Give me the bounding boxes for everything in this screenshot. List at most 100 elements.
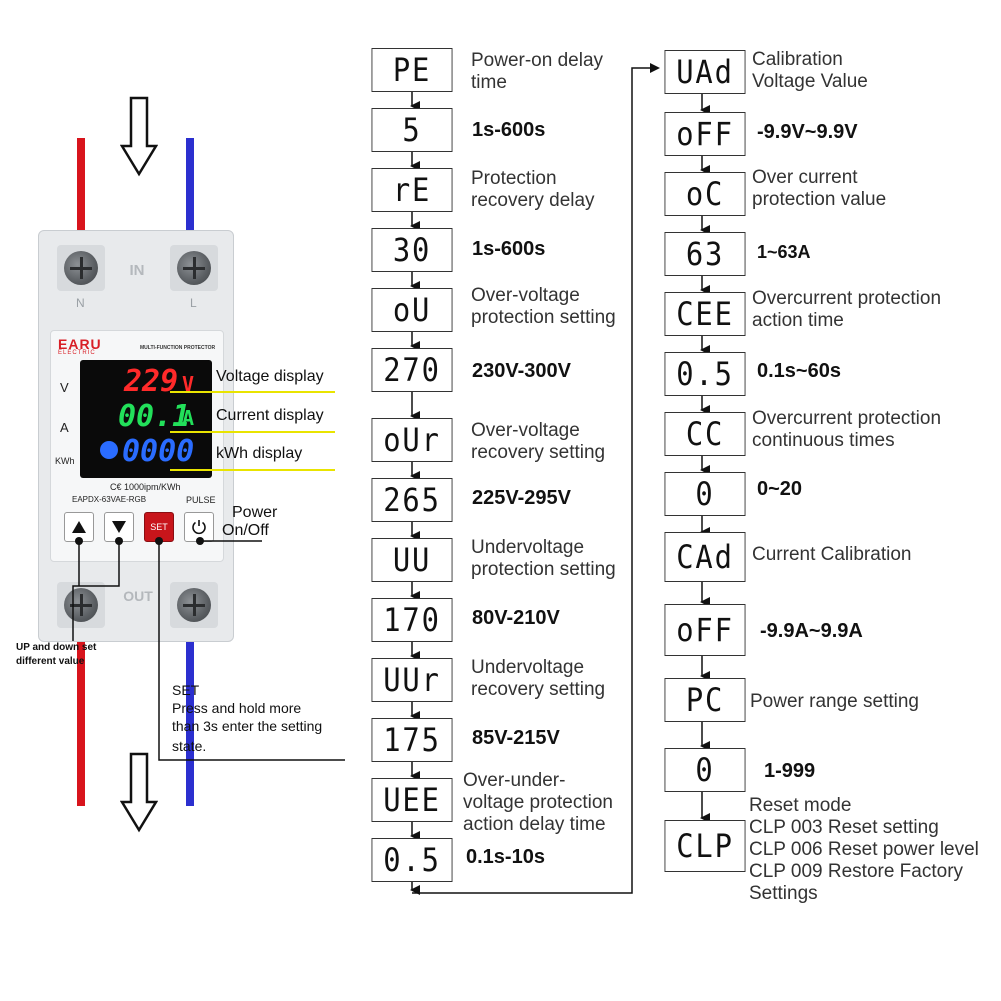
flow-value: 230V-300V: [472, 360, 571, 382]
code-box: oU: [371, 288, 453, 332]
red-wire-top: [77, 138, 85, 230]
row-label-a: A: [60, 420, 69, 435]
flow-value: 1~63A: [757, 242, 811, 262]
code-box: 0: [664, 748, 746, 792]
row-label-kwh: KWh: [55, 456, 75, 466]
kwh-reading: 0000: [122, 434, 195, 469]
flow-label: Settings: [749, 883, 818, 904]
flow-value: 0.1s~60s: [757, 360, 841, 382]
flow-value: 1s-600s: [472, 238, 546, 260]
flow-label: Power-on delay: [471, 50, 604, 71]
flow-label: action delay time: [463, 814, 606, 835]
code-box: oUr: [371, 418, 453, 462]
code-box: 0.5: [371, 838, 453, 882]
code-box: 175: [371, 718, 453, 762]
callout-voltage: Voltage display: [216, 368, 324, 385]
code-box: PC: [664, 678, 746, 722]
up-button[interactable]: [64, 512, 94, 542]
flow-value: 1-999: [764, 760, 816, 782]
flow-value: 85V-215V: [472, 727, 560, 749]
terminal-l-label: L: [190, 296, 197, 310]
current-reading: 00.1: [118, 399, 191, 434]
flow-label: time: [471, 72, 507, 93]
flow-label: Reset mode: [749, 795, 852, 816]
model-label: EAPDX-63VAE-RGB: [72, 495, 147, 504]
flow-label: protection setting: [471, 559, 616, 580]
code-box: CC: [664, 412, 746, 456]
code-box: rE: [371, 168, 453, 212]
code-box: UU: [371, 538, 453, 582]
brand-sub: ELECTRIC: [58, 350, 96, 356]
flow-label: CLP 003 Reset setting: [749, 817, 939, 838]
flow-label: protection value: [752, 189, 887, 210]
flow-value: -9.9V~9.9V: [757, 121, 858, 143]
triangle-down-icon: [112, 521, 126, 533]
flow-label: Undervoltage: [471, 537, 585, 558]
flow-value: 225V-295V: [472, 487, 571, 509]
power-icon: [192, 520, 206, 535]
current-unit: A: [182, 406, 195, 430]
flow-label: recovery setting: [471, 679, 606, 700]
callout-updown-1: UP and down set: [16, 642, 97, 653]
flow-label: Overcurrent protection: [752, 288, 942, 309]
triangle-up-icon: [72, 521, 86, 533]
callout-set-2: Press and hold more: [172, 700, 302, 716]
kwh-dot-icon: [100, 441, 118, 459]
flow-label: CLP 006 Reset power level: [749, 839, 979, 860]
code-box: 0.5: [664, 352, 746, 396]
flow-value: -9.9A~9.9A: [760, 620, 863, 642]
callout-kwh: kWh display: [216, 445, 303, 462]
device-title: MULTI-FUNCTION PROTECTOR: [140, 345, 216, 351]
pulse-label: PULSE: [186, 495, 216, 505]
callout-set-4: state.: [172, 738, 207, 754]
flow-label: Calibration: [752, 49, 843, 70]
code-box: CAd: [664, 532, 746, 582]
code-box: 30: [371, 228, 453, 272]
flow-label: Power range setting: [750, 691, 919, 712]
screw-icon: [177, 588, 211, 622]
code-box: 270: [371, 348, 453, 392]
screw-icon: [177, 251, 211, 285]
flow-value: 0.1s-10s: [466, 846, 545, 868]
row-label-v: V: [60, 380, 69, 395]
flow-label: CLP 009 Restore Factory: [749, 861, 964, 882]
flow-label: Over current: [752, 167, 858, 188]
terminal-n-label: N: [76, 296, 85, 310]
flow-label: recovery delay: [471, 190, 595, 211]
port-out-label: OUT: [123, 588, 153, 604]
code-box: UAd: [664, 50, 746, 94]
blue-wire-bottom: [186, 640, 194, 806]
code-box: UEE: [371, 778, 453, 822]
callout-power-2: On/Off: [222, 522, 269, 539]
brand-logo: EARU: [58, 336, 102, 352]
code-box: 0: [664, 472, 746, 516]
voltage-reading: 229: [124, 364, 179, 399]
flow-label: Voltage Value: [752, 71, 868, 92]
flow-value: 0~20: [757, 478, 803, 500]
callout-set-1: SET: [172, 682, 200, 698]
flow-label: recovery setting: [471, 442, 606, 463]
screw-icon: [64, 251, 98, 285]
code-box: PE: [371, 48, 453, 92]
flow-value: 1s-600s: [472, 119, 546, 141]
flow-label: continuous times: [752, 430, 895, 451]
flow-value: 80V-210V: [472, 607, 560, 629]
code-box: CEE: [664, 292, 746, 336]
callout-set-3: than 3s enter the setting: [172, 718, 323, 734]
blue-wire-top: [186, 138, 194, 230]
cert-label: C€ 1000ipm/KWh: [110, 482, 181, 492]
code-box: oFF: [664, 604, 746, 656]
port-in-label: IN: [129, 262, 145, 279]
code-box: 170: [371, 598, 453, 642]
lcd-screen: [80, 360, 212, 478]
set-button-label: SET: [150, 522, 168, 532]
code-box: oFF: [664, 112, 746, 156]
callout-power-1: Power: [232, 504, 278, 521]
power-button[interactable]: [184, 512, 214, 542]
flow-label: Over-voltage: [471, 285, 580, 306]
code-box: CLP: [664, 820, 746, 872]
flow-label: Over-under-: [463, 770, 566, 791]
code-box: UUr: [371, 658, 453, 702]
